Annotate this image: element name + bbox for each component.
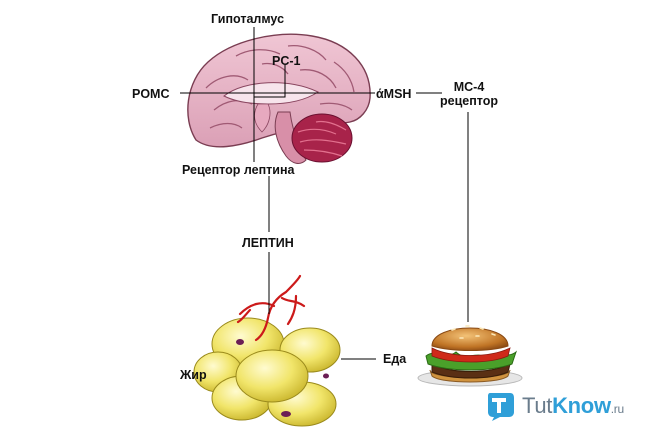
label-food: Еда [383, 352, 406, 366]
label-mc4-line2: рецептор [431, 94, 507, 108]
burger-illustration [418, 326, 522, 386]
tutknow-text-tut: Tut [522, 393, 552, 418]
label-mc4: MC-4 рецептор [431, 80, 507, 108]
label-amsh: άMSH [376, 87, 411, 101]
tutknow-text-know: Know [552, 393, 611, 418]
label-hypothalamus: Гипоталмус [211, 12, 284, 26]
label-pc1: PC-1 [272, 54, 300, 68]
fat-cells-illustration [194, 276, 340, 426]
label-mc4-line1: MC-4 [431, 80, 507, 94]
tutknow-text-ru: .ru [611, 402, 624, 416]
label-leptin-receptor: Рецептор лептина [182, 163, 294, 177]
tutknow-wordmark: TutKnow.ru [522, 393, 624, 419]
label-pomc: POMC [132, 87, 170, 101]
label-leptin: ЛЕПТИН [242, 236, 294, 250]
tutknow-logo-icon [486, 390, 516, 422]
label-fat: Жир [180, 368, 207, 382]
tutknow-watermark: TutKnow.ru [486, 390, 624, 422]
